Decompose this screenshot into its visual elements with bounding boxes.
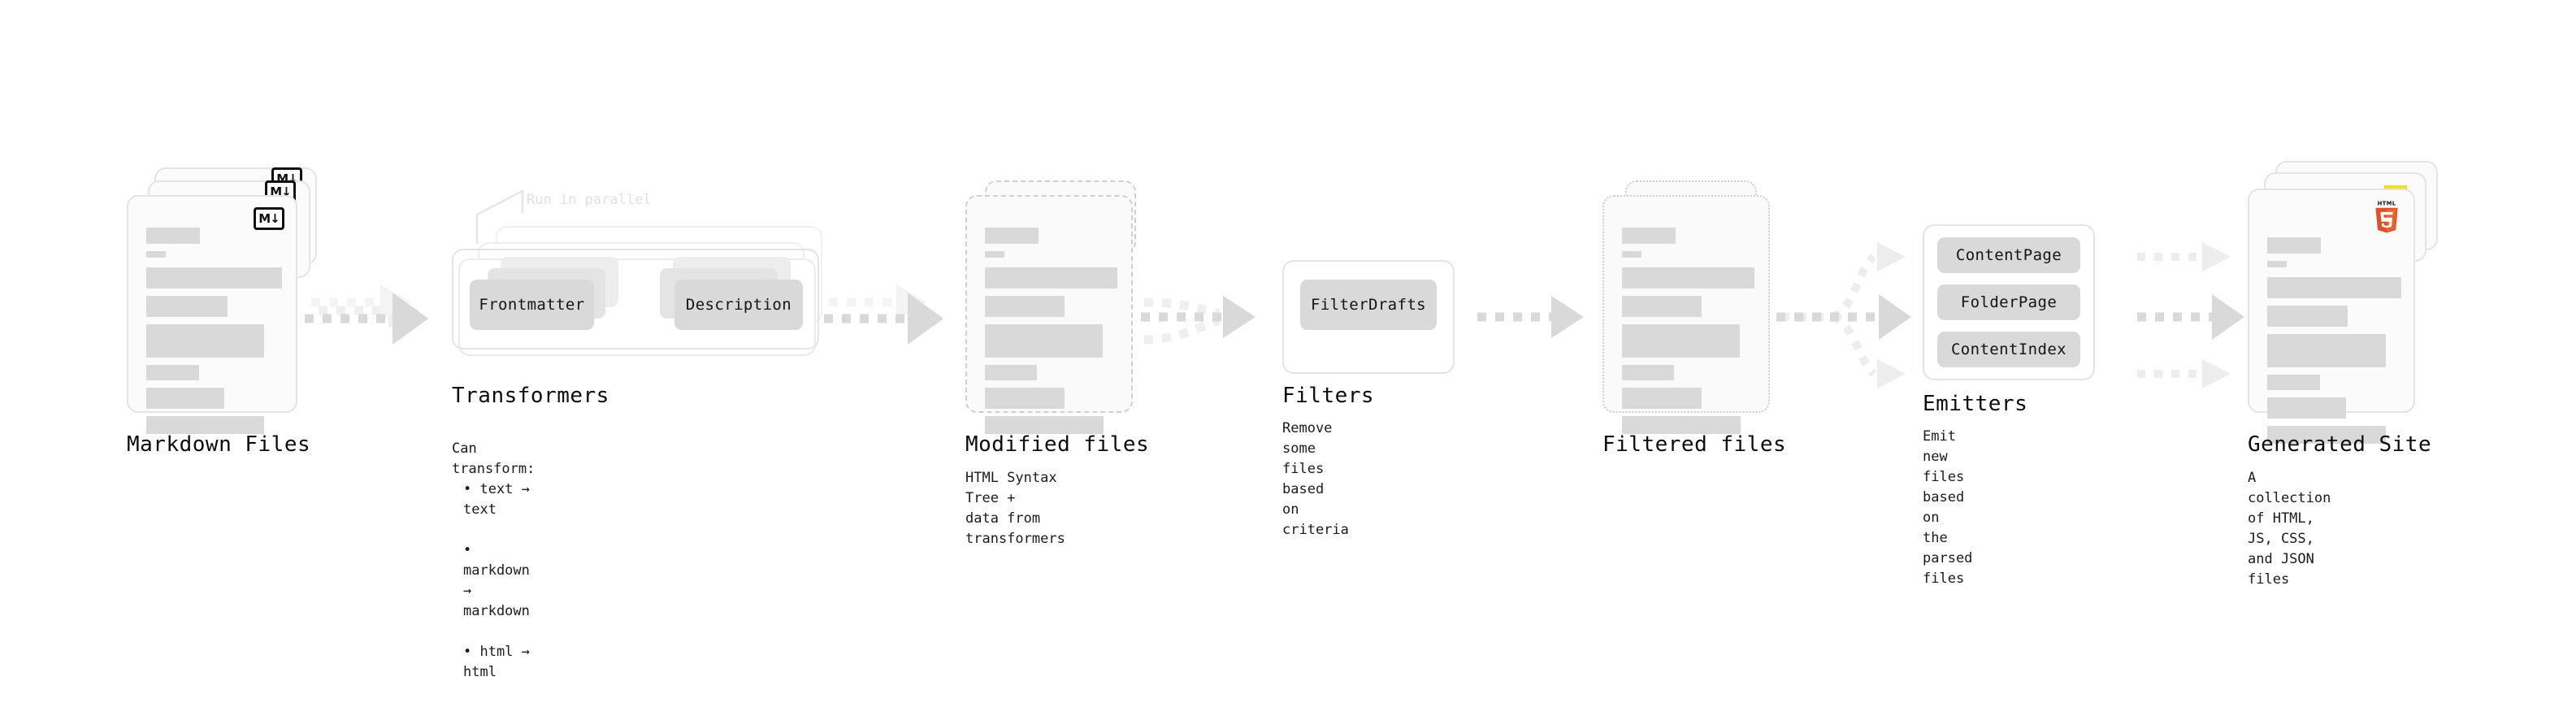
- file-card-front[interactable]: M↓: [127, 195, 297, 434]
- content-bar: [1622, 388, 1702, 409]
- content-bar: [2267, 306, 2348, 327]
- content-bar: [146, 324, 264, 358]
- transformers-bullet-0: • text → text: [463, 481, 530, 518]
- stage-title-filtered-files: Filtered files: [1602, 432, 1787, 457]
- content-bar: [985, 267, 1117, 289]
- content-bar: [2267, 237, 2321, 254]
- arrow-emitters-to-site: [2137, 242, 2244, 388]
- filtered-card-front[interactable]: [1602, 195, 1770, 434]
- content-bar: [1622, 228, 1676, 244]
- arrow-md-to-transformers: [305, 284, 428, 345]
- chip-filterdrafts[interactable]: FilterDrafts: [1300, 280, 1437, 330]
- content-bar: [146, 296, 228, 317]
- content-bar: [2267, 426, 2386, 444]
- chip-contentindex[interactable]: ContentIndex: [1937, 332, 2080, 367]
- content-bar: [2267, 277, 2401, 298]
- content-bar: [2267, 334, 2386, 367]
- content-bar: [146, 416, 264, 434]
- content-bar: [2267, 397, 2346, 419]
- transformers-subtitle-head: Can transform:: [452, 440, 536, 477]
- filters-subtitle: Remove some files based on criteria: [1282, 420, 1349, 538]
- chip-contentpage[interactable]: ContentPage: [1937, 237, 2080, 273]
- arrow-filters-to-filtered: [1477, 296, 1584, 338]
- content-bar: [985, 388, 1065, 409]
- stage-title-filters: Filters: [1282, 384, 1375, 408]
- arrow-filtered-to-emitters: [1776, 242, 1911, 388]
- generated-site-subtitle: A collection of HTML, JS, CSS, and JSON …: [2248, 470, 2331, 588]
- stage-title-emitters: Emitters: [1923, 392, 2028, 416]
- file-content-bars: [985, 228, 1117, 441]
- content-bar: [985, 228, 1039, 244]
- content-bar: [146, 388, 224, 409]
- content-bar: [146, 365, 199, 380]
- emitters-subtitle: Emit new files based on the parsed files: [1923, 428, 1973, 587]
- arrow-transformers-to-modified: [824, 284, 943, 345]
- chip-frontmatter[interactable]: Frontmatter: [470, 280, 594, 330]
- content-bar: [985, 251, 1004, 258]
- run-in-parallel-label: Run in parallel: [527, 192, 652, 208]
- content-bar: [1622, 416, 1741, 434]
- content-bar: [985, 296, 1065, 317]
- content-bar: [146, 251, 166, 258]
- svg-text:HTML: HTML: [2378, 200, 2396, 206]
- file-content-bars: [1622, 228, 1754, 441]
- arrow-modified-to-filters: [1141, 296, 1255, 345]
- site-card-front[interactable]: HTML: [2248, 189, 2415, 444]
- content-bar: [985, 324, 1103, 358]
- stage-title-generated-site: Generated Site: [2248, 432, 2432, 457]
- content-bar: [985, 416, 1104, 434]
- stage-title-modified-files: Modified files: [965, 432, 1150, 457]
- chip-folderpage[interactable]: FolderPage: [1937, 284, 2080, 320]
- file-content-bars: [2267, 221, 2401, 451]
- content-bar: [2267, 261, 2287, 267]
- file-content-bars: [146, 228, 282, 441]
- transformers-bullet-2: • html → html: [463, 644, 530, 680]
- transformers-bullet-1: • markdown → markdown: [463, 542, 530, 619]
- content-bar: [1622, 267, 1754, 289]
- html5-badge: HTML: [2373, 198, 2400, 234]
- content-bar: [146, 267, 282, 289]
- chip-description[interactable]: Description: [674, 280, 803, 330]
- stage-title-transformers: Transformers: [452, 384, 609, 408]
- stage-title-markdown-files: Markdown Files: [127, 432, 311, 457]
- content-bar: [985, 365, 1037, 380]
- content-bar: [1622, 324, 1740, 358]
- pipeline-diagram: M↓ M↓ M↓ Markdown Files Run in parallel: [127, 161, 2438, 680]
- transformer-group-front[interactable]: [452, 249, 819, 349]
- markdown-badge: M↓: [254, 207, 284, 230]
- content-bar: [1622, 365, 1674, 380]
- content-bar: [1622, 251, 1641, 258]
- content-bar: [146, 228, 200, 244]
- content-bar: [2267, 375, 2320, 390]
- modified-card-front[interactable]: [965, 195, 1133, 434]
- modified-files-subtitle: HTML Syntax Tree + data from transformer…: [965, 470, 1065, 547]
- transformers-subtitle: Can transform: • text → text • markdown …: [452, 419, 535, 703]
- content-bar: [1622, 296, 1702, 317]
